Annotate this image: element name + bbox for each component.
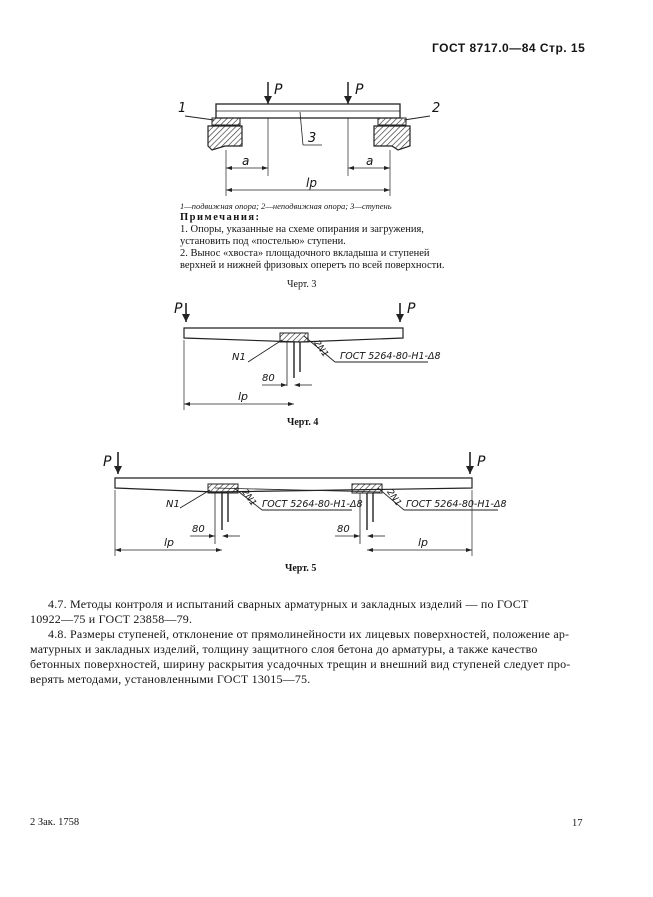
fig4-load-label-right: P <box>407 301 416 317</box>
fig3-note2-line2: верхней и нижней фризовых оперетъ по все… <box>180 260 445 271</box>
fig5-beam <box>114 477 473 493</box>
fig3-dim-lp: lp <box>306 176 317 190</box>
fig5-caption: Черт. 5 <box>285 563 317 574</box>
para-4-7-line2: 10922—75 и ГОСТ 23858—79. <box>30 612 193 626</box>
fig5-weld-plate-right <box>351 483 383 494</box>
para-4-8-line1: 4.8. Размеры ступеней, отклонение от пря… <box>48 627 570 641</box>
fig5-dim-lp-left: lp <box>164 536 174 549</box>
fig3-notes-title: Примечания: <box>180 212 261 223</box>
fig3-note1-line1: 1. Опоры, указанные на схеме опирания и … <box>180 224 424 235</box>
fig3-label-3: 3 <box>308 131 316 146</box>
fig4-dim-80: 80 <box>262 373 275 384</box>
fig4-dim-lp: lp <box>238 390 248 403</box>
fig3-load-label-left: P <box>274 82 283 98</box>
left-support-block <box>207 125 243 151</box>
fig5-load-label-left: P <box>103 454 112 470</box>
fig3-note2-line1: 2. Вынос «хвоста» площадочного вкладыша … <box>180 248 430 259</box>
figure-4-drawing: P P N1 2N1 ГОСТ 5264-80-Н1-Δ8 80 lp <box>174 301 441 410</box>
fig5-dim-lp-right: lp <box>418 536 428 549</box>
right-support-pad <box>377 117 407 126</box>
fig4-caption: Черт. 4 <box>287 417 319 428</box>
para-4-8-line2: матурных и закладных изделий, толщину за… <box>30 642 538 656</box>
para-4-8-line3: бетонных поверхностей, ширину раскрытия … <box>30 657 571 671</box>
figure-3-drawing: P P 1 2 3 a a lp <box>178 82 440 196</box>
fig3-dim-a-left: a <box>242 154 249 168</box>
footer-left: 2 Зак. 1758 <box>30 817 80 828</box>
fig5-label-n1: N1 <box>166 499 180 510</box>
fig5-label-gost-right: ГОСТ 5264-80-Н1-Δ8 <box>406 499 507 510</box>
fig5-load-label-right: P <box>477 454 486 470</box>
fig5-label-gost-left: ГОСТ 5264-80-Н1-Δ8 <box>262 499 363 510</box>
fig3-label-1: 1 <box>178 101 186 116</box>
fig5-dim-80-left: 80 <box>192 524 205 535</box>
fig5-dim-80-right: 80 <box>337 524 350 535</box>
page-number: 17 <box>572 818 583 829</box>
fig3-dim-a-right: a <box>366 154 373 168</box>
fig3-note1-line2: установить под «постелью» ступени. <box>180 236 346 247</box>
fig5-weld-plate-left <box>207 483 239 494</box>
fig3-legend: 1—подвижная опора; 2—неподвижная опора; … <box>180 201 392 211</box>
fig4-load-label-left: P <box>174 301 183 317</box>
fig4-label-gost: ГОСТ 5264-80-Н1-Δ8 <box>340 351 441 362</box>
right-support-block <box>373 125 411 151</box>
fig5-label-2n1-right: 2N1 <box>384 488 403 509</box>
fig3-load-label-right: P <box>355 82 364 98</box>
figure-5-drawing: P P N1 2N1 ГОСТ 5264-80-Н1-Δ8 2N1 ГОСТ 5… <box>103 452 507 556</box>
left-support-pad <box>211 117 241 126</box>
para-4-7-line1: 4.7. Методы контроля и испытаний сварных… <box>48 597 529 611</box>
fig3-label-2: 2 <box>432 101 440 116</box>
fig3-caption: Черт. 3 <box>287 279 317 290</box>
para-4-8-line4: верять методами, установленными ГОСТ 130… <box>30 672 311 686</box>
fig4-label-n1: N1 <box>232 352 246 363</box>
page-header: ГОСТ 8717.0—84 Стр. 15 <box>432 41 586 55</box>
